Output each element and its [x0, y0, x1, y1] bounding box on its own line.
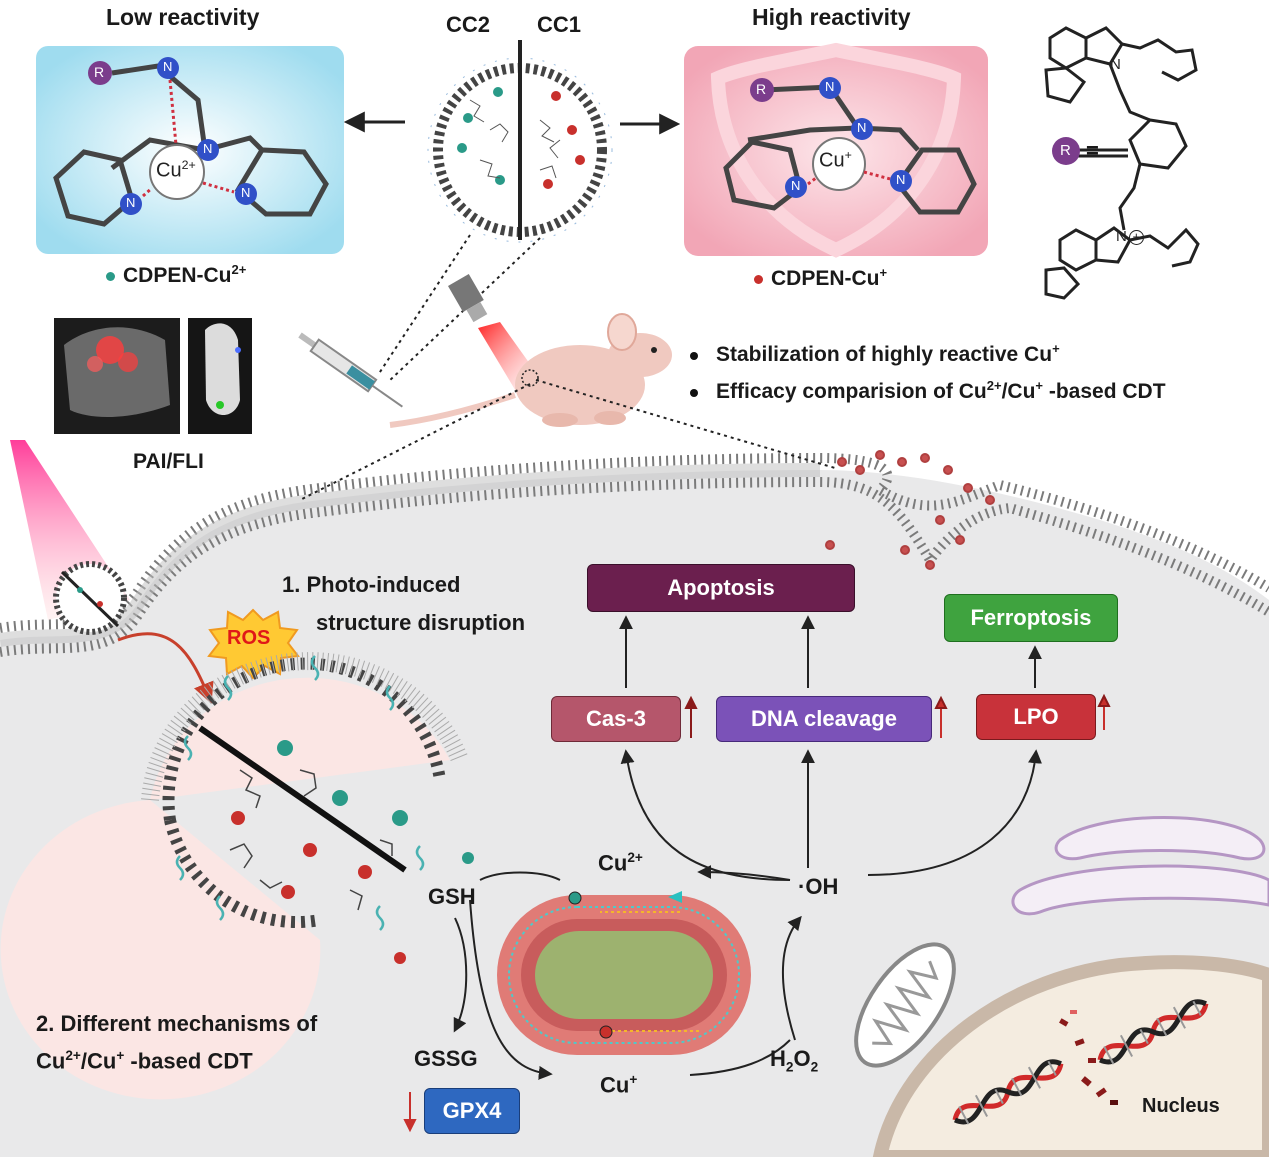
nanoparticle-top	[427, 40, 613, 243]
n-atom-8: N	[896, 172, 906, 187]
cas3-box: Cas-3	[551, 696, 681, 742]
dna-helix-right	[1097, 999, 1209, 1065]
r-equals-sign: =	[1086, 138, 1099, 163]
dna-cleavage-box: DNA cleavage	[716, 696, 932, 742]
nanoparticle-small	[53, 561, 127, 635]
cu2-ion	[149, 144, 205, 200]
disrupted-liposome	[0, 652, 474, 1100]
n-atom-1: N	[163, 59, 173, 74]
n-atom-3: N	[126, 195, 136, 210]
step2-line1: 2. Different mechanisms of	[36, 1011, 318, 1036]
cyanine-dye-structure	[1044, 26, 1200, 300]
ferroptosis-box: Ferroptosis	[944, 594, 1118, 642]
shield-icon	[710, 42, 962, 258]
cu2-center-label: Cu2+	[156, 158, 196, 182]
cdpen-cu2-label: CDPEN-Cu2+	[106, 262, 246, 288]
r-group-label-dye: R	[1060, 142, 1071, 159]
dye-n-label: N	[1110, 56, 1121, 73]
lpo-box: LPO	[976, 694, 1096, 740]
bullet-stabilization: Stabilization of highly reactive Cu+	[716, 341, 1060, 366]
mouse-icon	[389, 313, 672, 428]
cu-redox-cycle	[497, 891, 751, 1055]
n-atom-2: N	[203, 141, 213, 156]
n-atom-7: N	[791, 178, 801, 193]
laser-probe-icon	[448, 274, 488, 323]
bullet-efficacy: Efficacy comparision of Cu2+/Cu+ -based …	[716, 378, 1166, 403]
h2o2-label: H2O2	[770, 1046, 819, 1075]
gssg-label: GSSG	[414, 1046, 478, 1071]
step2-line2: Cu2+/Cu+ -based CDT	[36, 1048, 253, 1074]
high-reactivity-title: High reactivity	[752, 4, 911, 30]
cdpen-cu1-label: CDPEN-Cu+	[754, 265, 887, 291]
cc2-label: CC2	[446, 12, 491, 37]
gpx4-box: GPX4	[424, 1088, 520, 1134]
cu1-center-label: Cu+	[819, 148, 852, 172]
cycle-cu2-label: Cu2+	[598, 850, 643, 876]
dna-fragments	[1059, 1010, 1118, 1105]
dna-helix-left	[952, 1059, 1064, 1125]
n-atom-6: N	[857, 120, 867, 135]
nucleus-label: Nucleus	[1142, 1095, 1220, 1117]
cycle-cu1-label: Cu+	[600, 1072, 638, 1098]
step1-line1: 1. Photo-induced	[282, 572, 461, 597]
ros-label: ROS	[227, 627, 271, 649]
oh-radical-label: ·OH	[798, 874, 839, 899]
n-atom-5: N	[825, 79, 835, 94]
n-atom-4: N	[241, 185, 251, 200]
syringe-icon	[298, 332, 403, 408]
step1-line2: structure disruption	[316, 610, 526, 635]
mitochondrion	[854, 942, 956, 1068]
cc1-label: CC1	[537, 12, 582, 37]
r-group-label-right: R	[756, 81, 767, 97]
r-group-label-left: R	[94, 64, 105, 80]
golgi-apparatus	[1011, 816, 1269, 916]
apoptosis-box: Apoptosis	[587, 564, 855, 612]
pai-fli-label: PAI/FLI	[133, 450, 204, 473]
gsh-label: GSH	[428, 884, 476, 909]
membrane-fragments	[825, 450, 995, 570]
r-group-icon	[1052, 137, 1080, 165]
dye-n-plus-label: N+	[1116, 228, 1144, 245]
low-reactivity-title: Low reactivity	[106, 4, 260, 30]
cu1-ion	[812, 137, 866, 191]
ros-burst	[207, 608, 300, 680]
